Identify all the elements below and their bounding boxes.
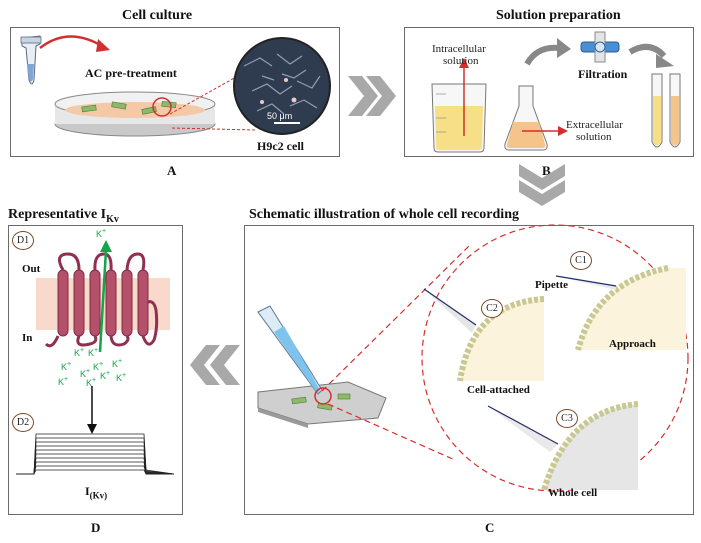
transfer-arrow <box>39 35 110 52</box>
intra-arrow <box>459 58 469 136</box>
approach-label: Approach <box>609 338 656 350</box>
down-arrow <box>87 386 97 434</box>
tube-icon <box>20 35 42 85</box>
k-ion: K+ <box>61 361 72 372</box>
beaker-icon <box>431 83 487 153</box>
k-ion: K+ <box>80 368 91 379</box>
intracellular-label-2: solution <box>443 55 479 67</box>
extracellular-label-2: solution <box>576 131 612 143</box>
c2-badge: C2 <box>481 299 503 318</box>
current-label: I(Kv) <box>85 484 108 501</box>
panel-b-letter: B <box>542 163 551 178</box>
panel-d-title: Representative IKv <box>8 207 119 225</box>
cell-attached-schematic <box>423 288 545 382</box>
k-ion: K+ <box>116 372 127 383</box>
chevron-left-arrow <box>190 345 240 385</box>
in-label: In <box>22 332 33 344</box>
filtration-label: Filtration <box>578 67 628 81</box>
syringe-filter-icon <box>580 31 620 63</box>
curved-arrow-2 <box>628 43 674 68</box>
k-ion-top: K+ <box>96 228 107 239</box>
panel-d-title-sub: Kv <box>106 213 119 225</box>
c3-badge: C3 <box>556 409 578 428</box>
test-tubes-icon <box>651 73 681 148</box>
flask-icon <box>504 85 548 151</box>
c1-badge: C1 <box>570 251 592 270</box>
panel-b-title: Solution preparation <box>496 8 621 23</box>
out-label: Out <box>22 263 41 275</box>
d2-badge: D2 <box>12 413 34 432</box>
chevron-right-arrow <box>348 76 396 116</box>
whole-cell-schematic <box>487 401 639 491</box>
panel-d-title-main: Representative I <box>8 207 107 222</box>
ion-channel-icon <box>36 240 170 353</box>
chevron-down-arrow <box>519 164 565 206</box>
slide-icon <box>257 381 387 428</box>
d1-badge: D1 <box>12 231 34 250</box>
curved-arrow-1 <box>524 38 571 66</box>
panel-c-title: Schematic illustration of whole cell rec… <box>249 207 519 222</box>
whole-cell-label: Whole cell <box>548 487 598 499</box>
pretreatment-label: AC pre-treatment <box>85 66 177 80</box>
extracellular-label-1: Extracellular <box>566 119 623 131</box>
microscope-image <box>233 37 331 135</box>
current-traces <box>16 433 175 475</box>
k-ion: K+ <box>100 370 111 381</box>
panel-c-letter: C <box>485 520 495 535</box>
k-ion: K+ <box>74 347 85 358</box>
k-ion: K+ <box>112 358 123 369</box>
intracellular-label-1: Intracellular <box>432 43 486 55</box>
approach-schematic <box>555 265 686 351</box>
recording-site-marker <box>314 387 332 405</box>
k-ion: K+ <box>93 361 104 372</box>
cell-name-label: H9c2 cell <box>257 139 304 153</box>
k-ion: K+ <box>88 347 99 358</box>
pipette-label: Pipette <box>535 279 568 291</box>
k-ion: K+ <box>58 376 69 387</box>
scale-bar-label: 50 μm <box>267 111 293 121</box>
panel-a-letter: A <box>167 163 177 178</box>
cell-attached-label: Cell-attached <box>467 384 530 396</box>
panel-a-title: Cell culture <box>122 8 193 23</box>
panel-d-letter: D <box>91 520 101 535</box>
k-ion: K+ <box>86 377 97 388</box>
pipette-icon <box>257 305 323 395</box>
extra-arrow <box>522 126 568 136</box>
